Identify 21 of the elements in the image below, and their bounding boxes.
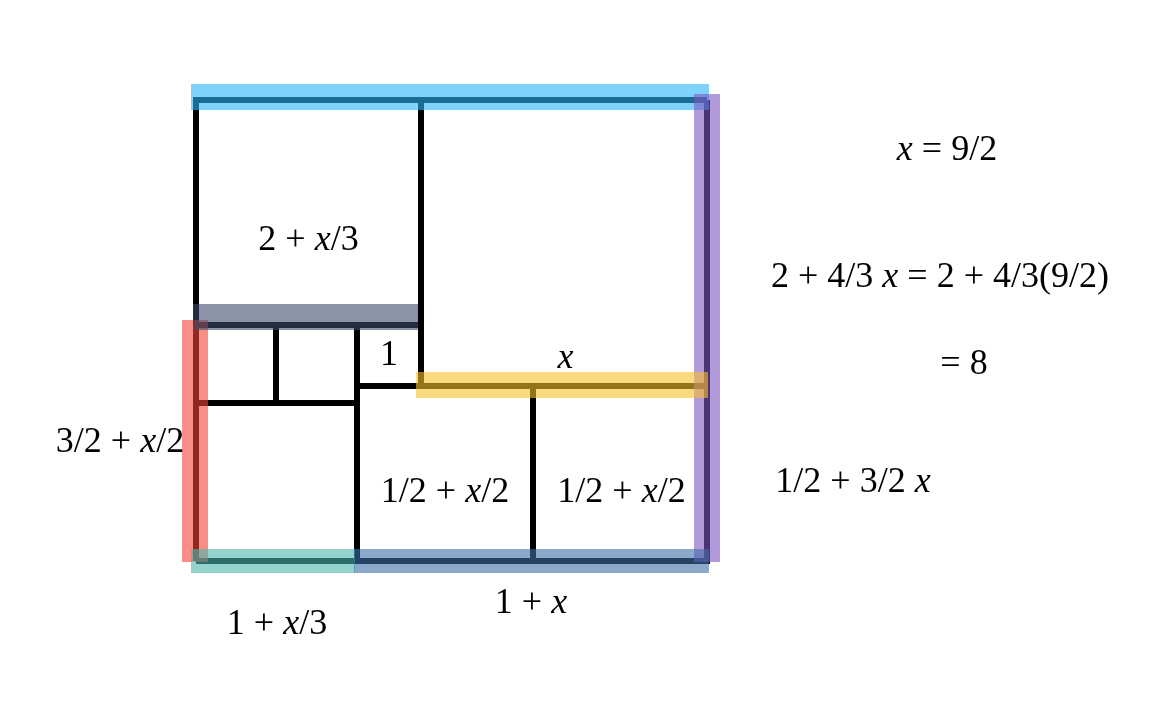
rectangle-box: [196, 325, 276, 403]
rectangle-box: [196, 403, 357, 564]
equation: 2 + 4/3 x = 2 + 4/3(9/2): [771, 254, 1109, 296]
rectangle-box: [276, 325, 357, 403]
expression: 1/2 + 3/2 x: [775, 459, 931, 501]
side-length-label: 1/2 + x/2: [380, 469, 510, 511]
square-region: [357, 325, 421, 386]
equation: x = 9/2: [896, 127, 998, 169]
side-length-label: 1/2 + x/2: [557, 469, 686, 511]
side-length-label: 2 + x/3: [258, 216, 359, 259]
side-length-label: 1: [380, 332, 398, 374]
side-length-label: 3/2 + x/2: [55, 419, 185, 461]
outer-rectangle: [193, 97, 707, 561]
square-region: [196, 100, 421, 325]
equation: = 8: [940, 341, 988, 383]
square-region: [421, 100, 710, 386]
square-region: [533, 386, 710, 564]
side-length-label: 1 + x: [494, 580, 568, 622]
square-region: [357, 386, 533, 564]
side-length-label: 1 + x/3: [226, 601, 328, 643]
side-length-label: x: [557, 335, 574, 377]
